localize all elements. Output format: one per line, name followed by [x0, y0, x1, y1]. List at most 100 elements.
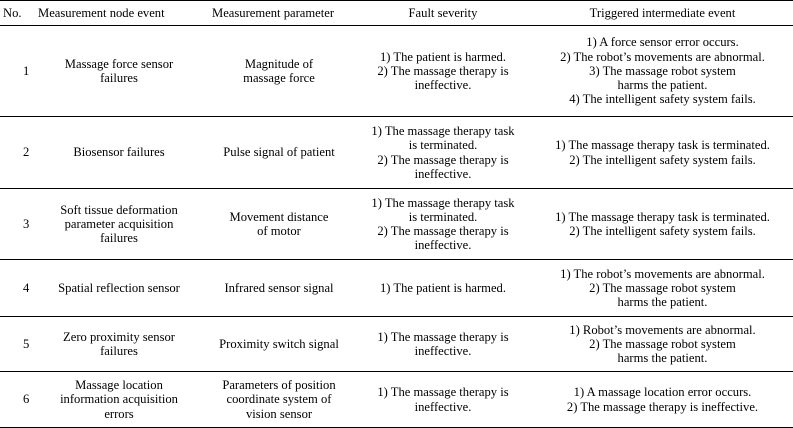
cell-line: 1) The patient is harmed. — [379, 49, 507, 64]
cell-line: 2) The intelligent safety system fails. — [569, 224, 756, 238]
cell-line: Infrared sensor signal — [224, 280, 334, 295]
node-event-cell: Soft tissue deformation parameter acquis… — [34, 189, 204, 260]
parameter-cell: Magnitude of massage force — [204, 26, 354, 117]
cell-line: Massage location — [75, 378, 163, 393]
cell-line: Soft tissue deformation — [60, 202, 178, 217]
table-header: No. Measurement node event Measurement p… — [0, 0, 793, 26]
cell-line: 3) The massage robot system — [589, 63, 736, 78]
cell-line: 1) The massage therapy task — [371, 195, 515, 210]
header-severity: Fault severity — [408, 5, 478, 20]
row-number: 4 — [23, 280, 30, 295]
table-row: 4 Spatial reflection sensor Infrared sen… — [0, 260, 793, 317]
intermediate-cell: 1) The massage therapy task is terminate… — [532, 189, 793, 260]
cell-line: ineffective. — [414, 344, 472, 358]
cell-line: 1) Robot’s movements are abnormal. — [569, 322, 756, 337]
row-number: 1 — [23, 63, 30, 78]
severity-cell: 1) The massage therapy task is terminate… — [354, 189, 532, 260]
row-number: 3 — [23, 216, 30, 231]
parameter-cell: Parameters of position coordinate system… — [204, 372, 354, 428]
cell-line: Spatial reflection sensor — [58, 280, 180, 295]
cell-line: 1) The massage therapy task is terminate… — [555, 138, 770, 153]
cell-line: 2) The massage robot system — [589, 280, 736, 295]
cell-line: coordinate system of — [226, 392, 332, 407]
intermediate-cell: 1) The robot’s movements are abnormal. 2… — [532, 260, 793, 317]
node-event-cell: Massage force sensor failures — [34, 26, 204, 117]
parameter-cell: Proximity switch signal — [204, 317, 354, 372]
cell-line: Magnitude of — [244, 56, 314, 71]
cell-line: Pulse signal of patient — [223, 145, 335, 160]
cell-line: parameter acquisition — [64, 216, 174, 231]
node-event-cell: Zero proximity sensor failures — [34, 317, 204, 372]
cell-line: 4) The intelligent safety system fails. — [569, 92, 756, 107]
cell-line: failures — [100, 344, 138, 358]
cell-line: 2) The massage robot system — [589, 336, 736, 351]
node-event-cell: Spatial reflection sensor — [34, 260, 204, 317]
intermediate-cell: 1) The massage therapy task is terminate… — [532, 117, 793, 189]
cell-line: vision sensor — [245, 406, 313, 421]
cell-line: Massage force sensor — [64, 56, 174, 71]
cell-line: information acquisition — [60, 392, 178, 407]
cell-line: of motor — [257, 224, 301, 238]
header-parameter: Measurement parameter — [212, 5, 335, 20]
header-node-event: Measurement node event — [38, 5, 165, 20]
cell-line: 2) The massage therapy is — [377, 224, 509, 238]
table-row: 3 Soft tissue deformation parameter acqu… — [0, 189, 793, 260]
cell-line: 1) The patient is harmed. — [379, 280, 507, 295]
node-event-cell: Biosensor failures — [34, 117, 204, 189]
intermediate-cell: 1) A massage location error occurs. 2) T… — [532, 372, 793, 428]
parameter-cell: Movement distance of motor — [204, 189, 354, 260]
cell-line: 2) The robot’s movements are abnormal. — [560, 49, 765, 64]
header-no: No. — [3, 5, 22, 20]
cell-line: 1) A massage location error occurs. — [573, 385, 752, 400]
cell-line: 1) A force sensor error occurs. — [586, 35, 739, 50]
row-number: 6 — [23, 392, 30, 407]
cell-line: ineffective. — [414, 238, 472, 253]
cell-line: harms the patient. — [617, 295, 708, 310]
header-row: No. Measurement node event Measurement p… — [0, 0, 793, 26]
cell-line: Zero proximity sensor — [63, 329, 175, 344]
cell-line: 1) The massage therapy task is terminate… — [555, 209, 770, 224]
table-row: 1 Massage force sensor failures Magnitud… — [0, 26, 793, 117]
cell-line: 2) The massage therapy is ineffective. — [566, 399, 759, 414]
cell-line: Biosensor failures — [73, 145, 165, 160]
cell-line: harms the patient. — [617, 78, 708, 93]
intermediate-cell: 1) A force sensor error occurs. 2) The r… — [532, 26, 793, 117]
cell-line: 1) The massage therapy is — [377, 329, 509, 344]
severity-cell: 1) The massage therapy is ineffective. — [354, 372, 532, 428]
cell-line: harms the patient. — [617, 351, 708, 366]
parameter-cell: Infrared sensor signal — [204, 260, 354, 317]
parameter-cell: Pulse signal of patient — [204, 117, 354, 189]
header-intermediate: Triggered intermediate event — [589, 5, 736, 20]
severity-cell: 1) The patient is harmed. 2) The massage… — [354, 26, 532, 117]
table-body: 1 Massage force sensor failures Magnitud… — [0, 26, 793, 428]
severity-cell: 1) The massage therapy task is terminate… — [354, 117, 532, 189]
severity-cell: 1) The massage therapy is ineffective. — [354, 317, 532, 372]
cell-line: Parameters of position — [222, 378, 336, 393]
row-number: 2 — [23, 145, 30, 160]
intermediate-cell: 1) Robot’s movements are abnormal. 2) Th… — [532, 317, 793, 372]
cell-line: 2) The massage therapy is — [377, 152, 509, 167]
cell-line: failures — [100, 231, 138, 246]
cell-line: ineffective. — [414, 78, 472, 93]
cell-line: is terminated. — [408, 138, 478, 153]
cell-line: 2) The massage therapy is — [377, 63, 509, 78]
cell-line: massage force — [243, 71, 315, 85]
cell-line: is terminated. — [408, 209, 478, 224]
cell-line: 1) The massage therapy is — [377, 385, 509, 400]
cell-line: 2) The intelligent safety system fails. — [569, 152, 756, 167]
node-event-cell: Massage location information acquisition… — [34, 372, 204, 428]
cell-line: Proximity switch signal — [219, 336, 339, 351]
cell-line: ineffective. — [414, 166, 472, 181]
cell-line: errors — [104, 406, 134, 421]
cell-line: 1) The massage therapy task — [371, 124, 515, 139]
row-number: 5 — [23, 336, 30, 351]
cell-line: ineffective. — [414, 399, 472, 414]
table-row: 6 Massage location information acquisiti… — [0, 372, 793, 428]
table-row: 2 Biosensor failures Pulse signal of pat… — [0, 117, 793, 189]
table-row: 5 Zero proximity sensor failures Proximi… — [0, 317, 793, 372]
cell-line: failures — [100, 71, 138, 85]
cell-line: 1) The robot’s movements are abnormal. — [560, 266, 765, 281]
cell-line: Movement distance — [229, 209, 329, 224]
severity-cell: 1) The patient is harmed. — [354, 260, 532, 317]
